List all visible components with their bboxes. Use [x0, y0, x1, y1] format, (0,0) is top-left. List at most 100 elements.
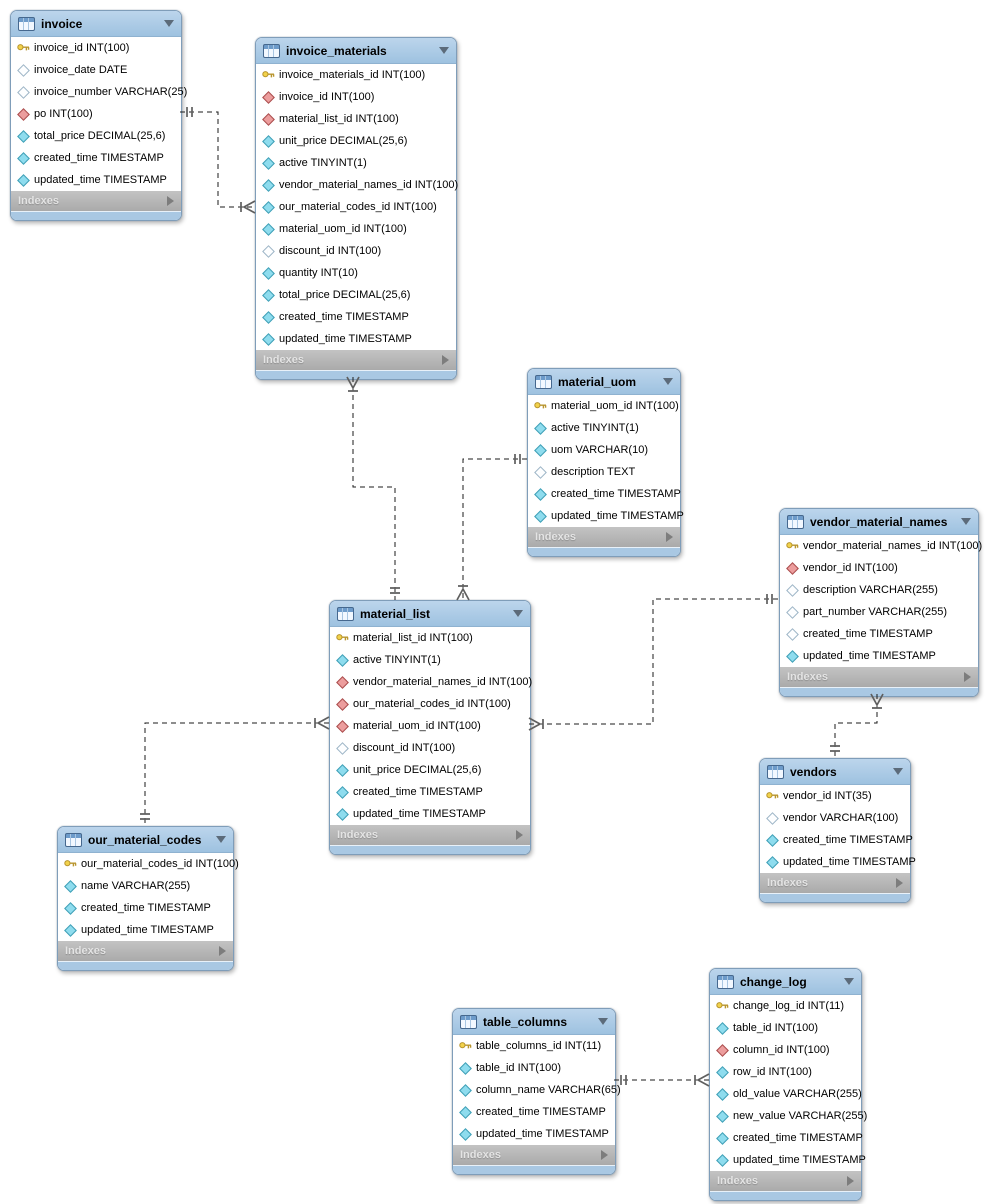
field-updated_time[interactable]: updated_time TIMESTAMP [780, 645, 978, 667]
field-material_uom_id[interactable]: material_uom_id INT(100) [330, 715, 530, 737]
field-table_columns_id[interactable]: table_columns_id INT(11) [453, 1035, 615, 1057]
collapse-arrow-icon[interactable] [893, 768, 903, 775]
indexes-footer[interactable]: Indexes [760, 873, 910, 893]
field-updated_time[interactable]: updated_time TIMESTAMP [760, 851, 916, 873]
field-invoice_date[interactable]: invoice_date DATE [11, 59, 181, 81]
relationship-material_uom-material_list[interactable] [456, 454, 527, 601]
field-invoice_id[interactable]: invoice_id INT(100) [11, 37, 181, 59]
table-header[interactable]: table_columns [453, 1009, 615, 1035]
table-header[interactable]: material_uom [528, 369, 680, 395]
field-updated_time[interactable]: updated_time TIMESTAMP [330, 803, 530, 825]
field-our_material_codes_id[interactable]: our_material_codes_id INT(100) [256, 196, 456, 218]
field-created_time[interactable]: created_time TIMESTAMP [710, 1127, 863, 1149]
collapse-arrow-icon[interactable] [164, 20, 174, 27]
field-total_price[interactable]: total_price DECIMAL(25,6) [256, 284, 456, 306]
field-created_time[interactable]: created_time TIMESTAMP [760, 829, 913, 851]
field-vendor_id[interactable]: vendor_id INT(35) [760, 785, 910, 807]
field-vendor[interactable]: vendor VARCHAR(100) [760, 807, 910, 829]
indexes-footer[interactable]: Indexes [58, 941, 233, 961]
indexes-footer[interactable]: Indexes [528, 527, 680, 547]
field-our_material_codes_id[interactable]: our_material_codes_id INT(100) [58, 853, 239, 875]
field-new_value[interactable]: new_value VARCHAR(255) [710, 1105, 867, 1127]
field-active[interactable]: active TINYINT(1) [256, 152, 456, 174]
field-material_uom_id[interactable]: material_uom_id INT(100) [528, 395, 680, 417]
relationship-vendor_material_names-vendors[interactable] [830, 693, 884, 758]
field-updated_time[interactable]: updated_time TIMESTAMP [453, 1123, 615, 1145]
field-table_id[interactable]: table_id INT(100) [453, 1057, 615, 1079]
relationship-invoice_materials-material_list[interactable] [346, 376, 400, 600]
table-header[interactable]: change_log [710, 969, 861, 995]
field-invoice_number[interactable]: invoice_number VARCHAR(25) [11, 81, 187, 103]
field-name[interactable]: name VARCHAR(255) [58, 875, 233, 897]
field-discount_id[interactable]: discount_id INT(100) [330, 737, 530, 759]
field-created_time[interactable]: created_time TIMESTAMP [780, 623, 978, 645]
field-old_value[interactable]: old_value VARCHAR(255) [710, 1083, 862, 1105]
indexes-footer[interactable]: Indexes [453, 1145, 615, 1165]
field-total_price[interactable]: total_price DECIMAL(25,6) [11, 125, 181, 147]
collapse-arrow-icon[interactable] [663, 378, 673, 385]
field-vendor_id[interactable]: vendor_id INT(100) [780, 557, 978, 579]
table-header[interactable]: invoice [11, 11, 181, 37]
relationship-material_list-vendor_material_names[interactable] [528, 594, 779, 731]
field-invoice_id[interactable]: invoice_id INT(100) [256, 86, 456, 108]
collapse-arrow-icon[interactable] [216, 836, 226, 843]
field-updated_time[interactable]: updated_time TIMESTAMP [528, 505, 684, 527]
field-unit_price[interactable]: unit_price DECIMAL(25,6) [330, 759, 530, 781]
indexes-footer[interactable]: Indexes [780, 667, 978, 687]
field-part_number[interactable]: part_number VARCHAR(255) [780, 601, 978, 623]
indexes-footer[interactable]: Indexes [330, 825, 530, 845]
relationship-table_columns-change_log[interactable] [614, 1073, 710, 1087]
indexes-footer[interactable]: Indexes [256, 350, 456, 370]
field-row_id[interactable]: row_id INT(100) [710, 1061, 861, 1083]
field-created_time[interactable]: created_time TIMESTAMP [528, 483, 681, 505]
field-created_time[interactable]: created_time TIMESTAMP [330, 781, 530, 803]
field-description[interactable]: description TEXT [528, 461, 680, 483]
table-header[interactable]: vendor_material_names [780, 509, 978, 535]
field-invoice_materials_id[interactable]: invoice_materials_id INT(100) [256, 64, 456, 86]
field-material_list_id[interactable]: material_list_id INT(100) [256, 108, 456, 130]
table-header[interactable]: vendors [760, 759, 910, 785]
relationship-invoice-invoice_materials[interactable] [180, 107, 256, 214]
collapse-arrow-icon[interactable] [439, 47, 449, 54]
indexes-footer[interactable]: Indexes [11, 191, 181, 211]
field-vendor_material_names_id[interactable]: vendor_material_names_id INT(100) [256, 174, 458, 196]
field-created_time[interactable]: created_time TIMESTAMP [453, 1101, 615, 1123]
field-column_id[interactable]: column_id INT(100) [710, 1039, 861, 1061]
field-description[interactable]: description VARCHAR(255) [780, 579, 978, 601]
field-updated_time[interactable]: updated_time TIMESTAMP [58, 919, 233, 941]
field-created_time[interactable]: created_time TIMESTAMP [58, 897, 233, 919]
field-created_time[interactable]: created_time TIMESTAMP [11, 147, 181, 169]
field-unit_price[interactable]: unit_price DECIMAL(25,6) [256, 130, 456, 152]
field-updated_time[interactable]: updated_time TIMESTAMP [11, 169, 181, 191]
field-change_log_id[interactable]: change_log_id INT(11) [710, 995, 861, 1017]
collapse-arrow-icon[interactable] [598, 1018, 608, 1025]
field-active[interactable]: active TINYINT(1) [330, 649, 530, 671]
field-vendor_material_names_id[interactable]: vendor_material_names_id INT(100) [780, 535, 982, 557]
field-our_material_codes_id[interactable]: our_material_codes_id INT(100) [330, 693, 530, 715]
field-material_uom_id[interactable]: material_uom_id INT(100) [256, 218, 456, 240]
collapse-arrow-icon[interactable] [961, 518, 971, 525]
collapse-arrow-icon[interactable] [844, 978, 854, 985]
collapse-arrow-icon[interactable] [513, 610, 523, 617]
field-created_time[interactable]: created_time TIMESTAMP [256, 306, 456, 328]
field-vendor_material_names_id[interactable]: vendor_material_names_id INT(100) [330, 671, 532, 693]
table-header[interactable]: invoice_materials [256, 38, 456, 64]
field-discount_id[interactable]: discount_id INT(100) [256, 240, 456, 262]
field-updated_time[interactable]: updated_time TIMESTAMP [256, 328, 456, 350]
field-material_list_id[interactable]: material_list_id INT(100) [330, 627, 530, 649]
field-column_name[interactable]: column_name VARCHAR(65) [453, 1079, 621, 1101]
field-po[interactable]: po INT(100) [11, 103, 181, 125]
indexes-footer[interactable]: Indexes [710, 1171, 861, 1191]
field-active[interactable]: active TINYINT(1) [528, 417, 680, 439]
field-uom[interactable]: uom VARCHAR(10) [528, 439, 680, 461]
field-updated_time[interactable]: updated_time TIMESTAMP [710, 1149, 866, 1171]
table-header[interactable]: our_material_codes [58, 827, 233, 853]
